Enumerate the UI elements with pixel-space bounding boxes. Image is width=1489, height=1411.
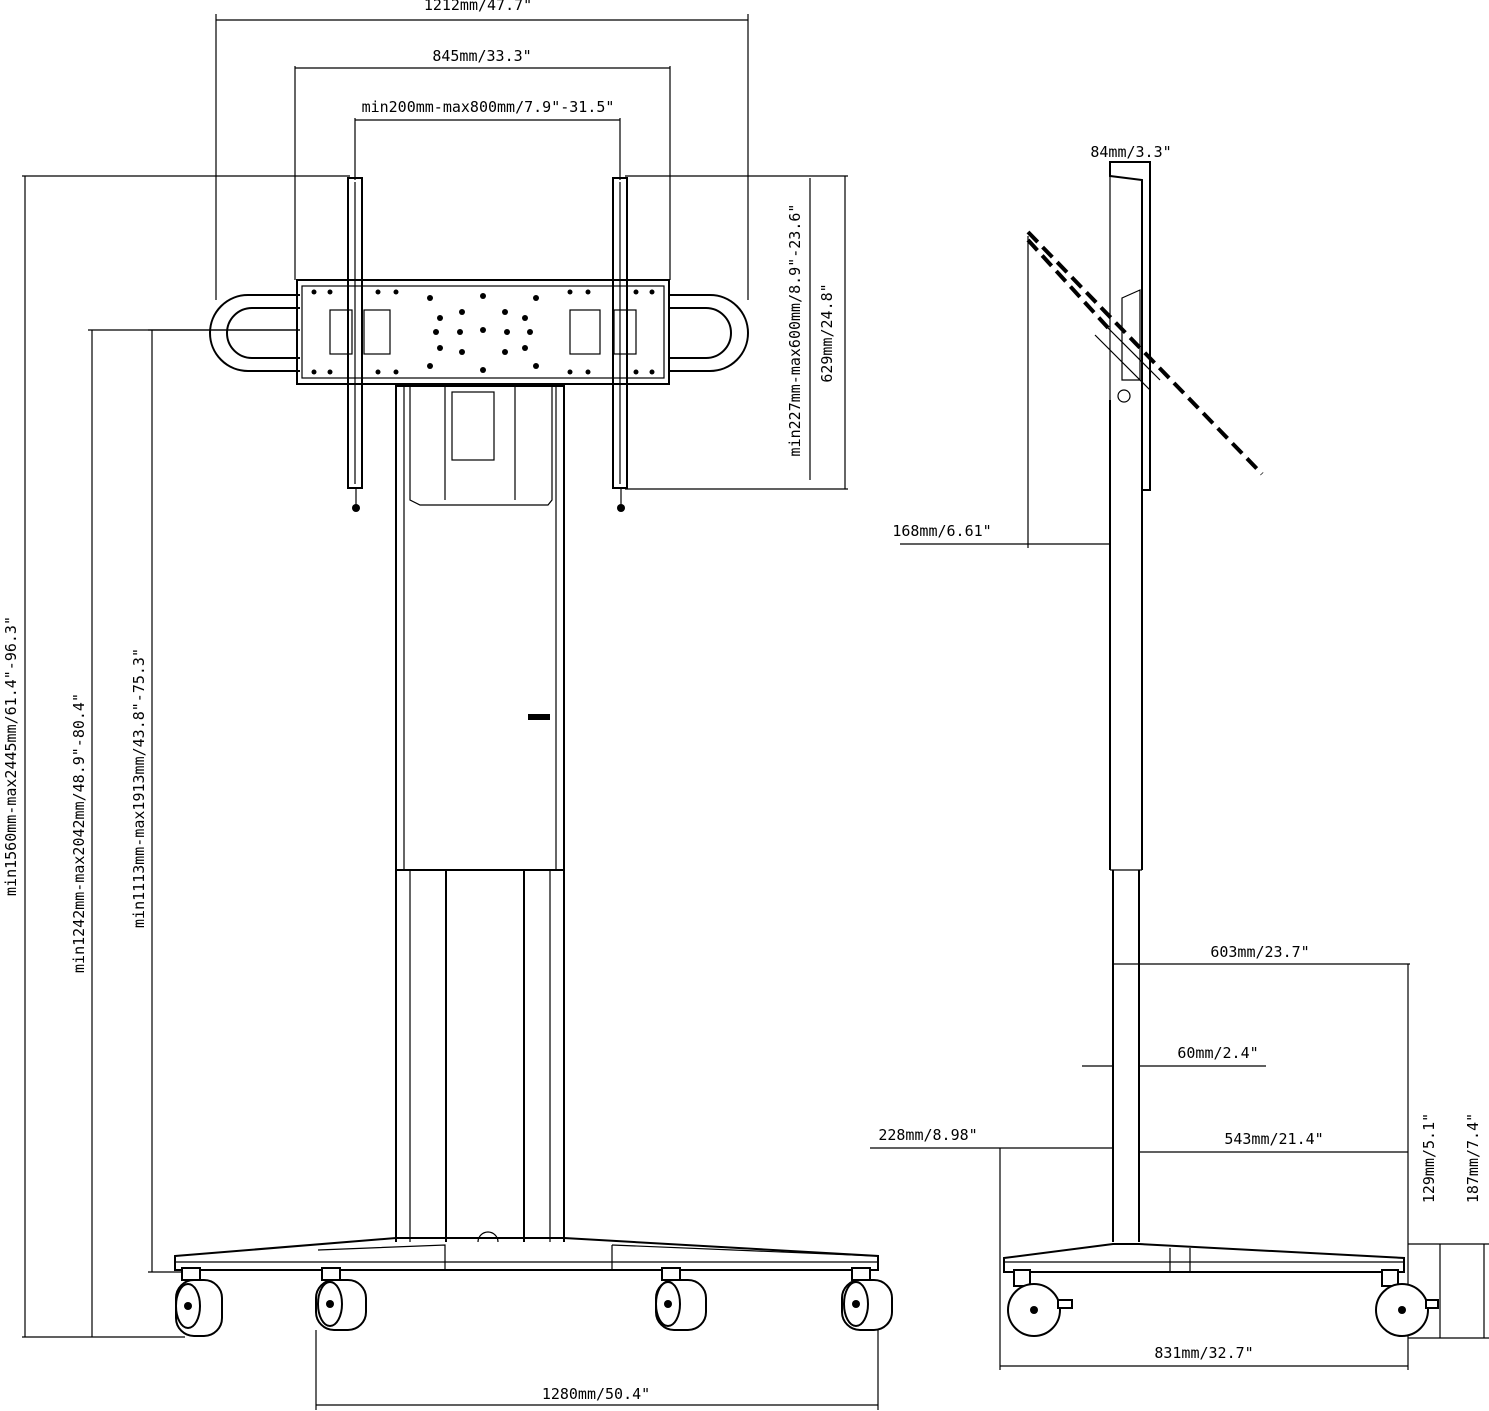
- side-profile-depth-label: 84mm/3.3": [1090, 143, 1171, 161]
- overall-width-label: 1212mm/47.7": [424, 0, 532, 14]
- bracket-bottom-height-label: min1113mm-max1913mm/43.8"-75.3": [130, 648, 148, 928]
- side-panel-profile: [1109, 161, 1151, 491]
- side-column: [1109, 400, 1143, 1242]
- front-base: [174, 1237, 879, 1271]
- base-height-label: 129mm/5.1": [1420, 1113, 1438, 1203]
- tilted-panel-outline: [1026, 230, 1264, 476]
- side-base: [1003, 1243, 1405, 1273]
- vesa-height-label: min227mm-max600mm/8.9"-23.6": [786, 204, 804, 457]
- tilt-offset-label: 168mm/6.61": [892, 522, 991, 540]
- lower-columns: [395, 870, 565, 1243]
- front-view: 1212mm/47.7" 845mm/33.3" min200mm-max800…: [2, 0, 893, 1410]
- tilt-offset-dimension: [900, 236, 1110, 548]
- side-view: 84mm/3.3" 168mm/6.61": [870, 143, 1489, 1370]
- vesa-width-label: min200mm-max800mm/7.9"-31.5": [362, 98, 615, 116]
- base-width-dimension: [315, 1330, 879, 1410]
- handle-loops: [209, 294, 749, 372]
- front-left-dimensions: [22, 175, 350, 1338]
- front-top-dimensions: [215, 14, 749, 300]
- front-wheels: [175, 1267, 893, 1337]
- mount-plate: [296, 279, 670, 385]
- side-wheels: [1007, 1269, 1439, 1337]
- base-width-label: 1280mm/50.4": [542, 1385, 650, 1403]
- bracket-width-label: 845mm/33.3": [432, 47, 531, 65]
- column-depth-label: 60mm/2.4": [1177, 1044, 1258, 1062]
- base-total-height-label: 187mm/7.4": [1464, 1113, 1482, 1203]
- base-total-depth-label: 831mm/32.7": [1154, 1344, 1253, 1362]
- vesa-arms: [347, 177, 628, 512]
- base-front-depth-label: 603mm/23.7": [1210, 943, 1309, 961]
- base-rear-depth-label: 228mm/8.98": [878, 1126, 977, 1144]
- overall-height-label: min1560mm-max2445mm/61.4"-96.3": [2, 616, 20, 896]
- side-base-dimensions: [870, 963, 1489, 1370]
- bracket-center-height-label: min1242mm-max2042mm/48.9"-80.4": [70, 693, 88, 973]
- base-inner-depth-label: 543mm/21.4": [1224, 1130, 1323, 1148]
- column-housing: [395, 385, 565, 871]
- bracket-height-label: 629mm/24.8": [818, 283, 836, 382]
- front-right-dimensions: [625, 175, 848, 490]
